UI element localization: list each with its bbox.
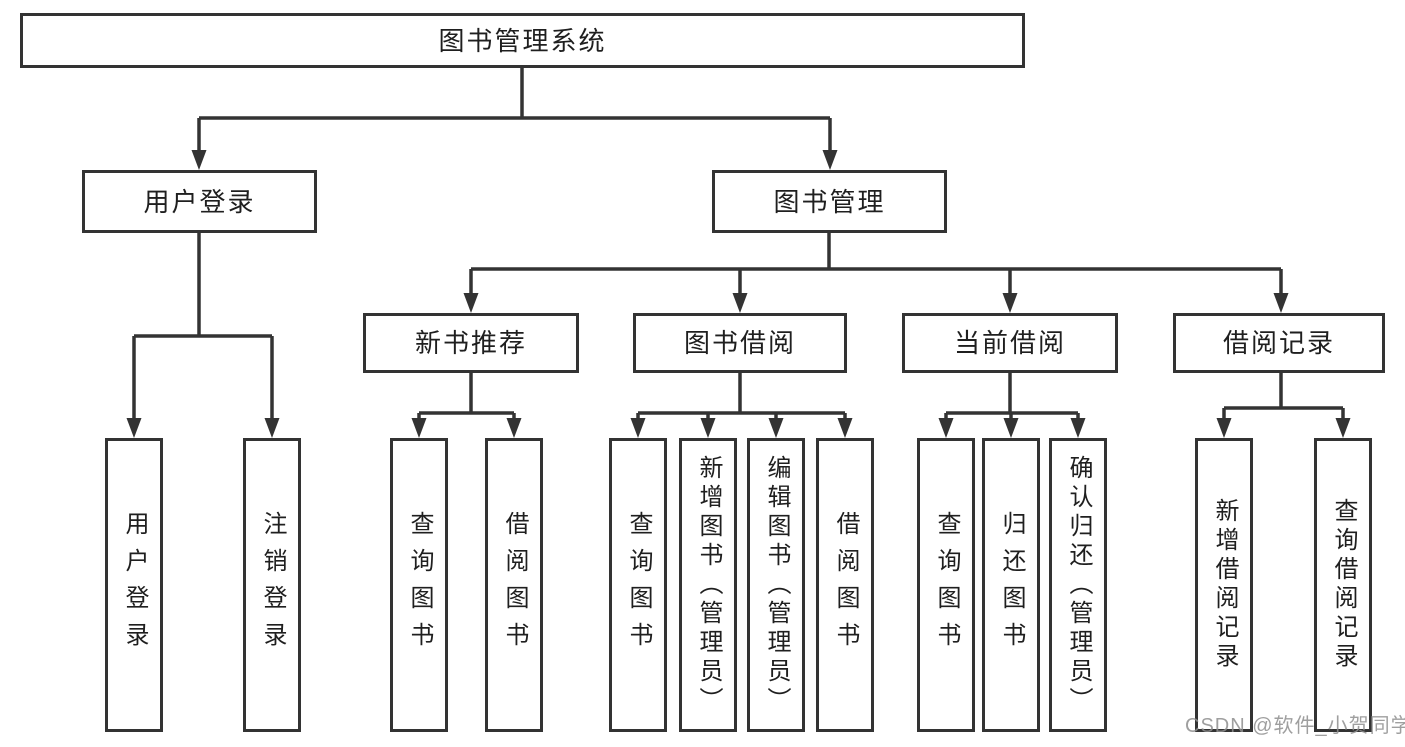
node-root: 图书管理系统	[20, 13, 1025, 68]
leaf-query-books-borrow: 查询图书	[609, 438, 667, 732]
node-user-login: 用户登录	[82, 170, 317, 233]
node-book-borrow: 图书借阅	[633, 313, 847, 373]
leaf-borrow-books: 借阅图书	[816, 438, 874, 732]
node-book-borrow-label: 图书借阅	[683, 328, 796, 358]
node-root-label: 图书管理系统	[438, 25, 607, 56]
leaf-add-borrow-record-label: 新增借阅记录	[1211, 498, 1238, 672]
edge-user-login-to-leaves	[126, 233, 280, 438]
leaf-query-borrow-record: 查询借阅记录	[1314, 438, 1372, 732]
leaf-add-book-admin: 新增图书（管理员）	[679, 438, 737, 732]
leaf-logout: 注销登录	[243, 438, 301, 732]
node-current-borrow: 当前借阅	[902, 313, 1118, 373]
leaf-edit-book-admin-label: 编辑图书（管理员）	[763, 454, 790, 716]
edge-borrow-records-to-leaves	[1216, 373, 1351, 438]
leaf-logout-label: 注销登录	[259, 511, 286, 659]
node-borrow-records: 借阅记录	[1173, 313, 1385, 373]
leaf-query-books-recommend: 查询图书	[390, 438, 448, 732]
leaf-query-borrow-record-label: 查询借阅记录	[1330, 498, 1357, 672]
node-borrow-records-label: 借阅记录	[1222, 328, 1335, 358]
leaf-return-book: 归还图书	[982, 438, 1040, 732]
leaf-borrow-books-recommend-label: 借阅图书	[501, 511, 528, 659]
node-current-borrow-label: 当前借阅	[953, 328, 1066, 358]
leaf-add-book-admin-label: 新增图书（管理员）	[695, 454, 722, 716]
leaf-query-books-recommend-label: 查询图书	[406, 511, 433, 659]
leaf-return-book-label: 归还图书	[998, 511, 1025, 659]
leaf-borrow-books-label: 借阅图书	[832, 511, 859, 659]
node-user-login-label: 用户登录	[143, 186, 256, 217]
node-new-book-recommend: 新书推荐	[363, 313, 579, 373]
leaf-query-books-current-label: 查询图书	[933, 511, 960, 659]
leaf-query-books-current: 查询图书	[917, 438, 975, 732]
edge-root-to-level2	[191, 68, 838, 170]
leaf-add-borrow-record: 新增借阅记录	[1195, 438, 1253, 732]
edge-current-borrow-to-leaves	[938, 373, 1086, 438]
leaf-confirm-return-admin-label: 确认归还（管理员）	[1065, 454, 1092, 716]
leaf-query-books-borrow-label: 查询图书	[625, 511, 652, 659]
node-new-book-recommend-label: 新书推荐	[414, 328, 527, 358]
leaf-user-login: 用户登录	[105, 438, 163, 732]
node-book-management-label: 图书管理	[773, 186, 886, 217]
edge-book-borrow-to-leaves	[630, 373, 853, 438]
leaf-edit-book-admin: 编辑图书（管理员）	[747, 438, 805, 732]
leaf-borrow-books-recommend: 借阅图书	[485, 438, 543, 732]
leaf-user-login-label: 用户登录	[121, 511, 148, 659]
watermark: CSDN @软件_小贺同学	[1185, 715, 1405, 737]
edge-book-management-to-level3	[463, 233, 1289, 313]
edge-new-book-recommend-to-leaves	[411, 373, 522, 438]
leaf-confirm-return-admin: 确认归还（管理员）	[1049, 438, 1107, 732]
node-book-management: 图书管理	[712, 170, 947, 233]
